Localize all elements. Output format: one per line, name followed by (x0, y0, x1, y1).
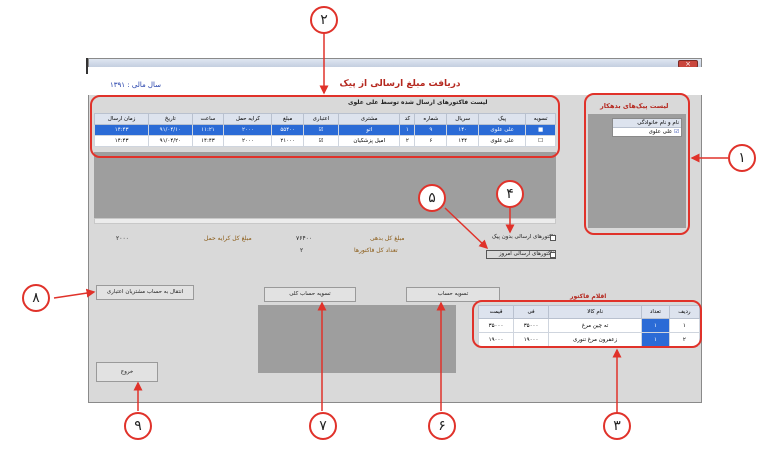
header-area (88, 67, 702, 95)
arrow-5 (444, 207, 489, 250)
horizontal-scrollbar[interactable] (94, 218, 556, 224)
list-item[interactable]: ☑ علی علوی (613, 128, 681, 136)
transfer-to-credit-button[interactable]: انتقال به حساب مشتریان اعتباری (96, 285, 194, 300)
callout-9: ۹ (124, 412, 152, 440)
checkbox-unchecked-icon[interactable]: ☐ (538, 138, 544, 144)
total-debt-label: مبلغ کل بدهی (370, 235, 405, 242)
window-left-edge (86, 58, 89, 74)
table-cell[interactable]: ۱ (641, 318, 670, 333)
invoices-title: لیست فاکتورهای ارسال شده توسط علی علوی (348, 99, 488, 106)
lower-empty-area (258, 305, 456, 373)
column-header[interactable]: نام کالا (548, 305, 643, 319)
table-row[interactable]: ☐ علی علوی ۱۴۴ ۶ ۲ امیل پزشکیان ☑ ۲۱۰۰۰ … (93, 135, 556, 147)
invoices-table: تسویه پیک سریال شماره کد مشتری اعتباری م… (93, 113, 556, 147)
callout-4: ۴ (496, 180, 524, 208)
total-invoices-value: ۲ (300, 247, 304, 254)
settle-button[interactable]: تسویه حساب (406, 287, 500, 302)
table-cell: ۹۱/۰۴/۲۰ (148, 135, 193, 147)
items-table: ردیف تعداد نام کالا فی قیمت ۱ ۱ ته چین م… (477, 305, 701, 347)
courier-name: علی علوی (648, 129, 673, 135)
close-icon: × (685, 60, 691, 68)
checkbox-checked-icon[interactable]: ☑ (318, 138, 324, 144)
callout-5: ۵ (418, 184, 446, 212)
table-cell[interactable]: ۱ (641, 332, 670, 347)
checkbox-checked-icon[interactable]: ☑ (674, 129, 679, 135)
table-cell: ۲۱۰۰۰ (271, 135, 304, 147)
filter-today-label: فاکتورهای ارسالی امروز (498, 251, 555, 257)
total-freight-value: ۲۰۰۰ (116, 235, 129, 242)
app-title: دریافت مبلغ ارسالی از پیک (339, 79, 461, 89)
table-cell: ۱ (399, 124, 416, 136)
checkbox-checked-icon[interactable]: ■ (538, 127, 544, 133)
table-cell: علی علوی (478, 135, 527, 147)
exit-button[interactable]: خروج (96, 362, 158, 382)
table-cell: ۱۴۴ (446, 135, 480, 147)
column-header[interactable]: مشتری (337, 113, 401, 125)
filter-no-courier-label: فاکتورهای ارسالی بدون پیک (491, 234, 556, 240)
table-row[interactable]: ■ علی علوی ۱۴۰ ۹ ۱ اتو ☑ ۵۵۴۰۰ ۲۰۰۰ ۱۱:۲… (93, 124, 556, 136)
callout-3: ۳ (603, 412, 631, 440)
checkbox-checked-icon[interactable]: ☑ (318, 127, 324, 133)
credit-cell[interactable]: ☑ (302, 135, 340, 147)
callout-1: ۱ (728, 144, 756, 172)
column-header[interactable]: ساعت (191, 113, 225, 125)
callout-7: ۷ (309, 412, 337, 440)
title-bar (89, 59, 701, 67)
settle-all-button[interactable]: تسویه حساب کلی (264, 287, 356, 302)
annotation-box-invoices (90, 95, 560, 158)
couriers-header: نام و نام خانوادگی (613, 119, 681, 128)
filter-no-courier[interactable]: فاکتورهای ارسالی بدون پیک (482, 234, 556, 242)
table-cell: ۱۴:۴۳ (191, 135, 225, 147)
checkbox-icon[interactable] (550, 235, 556, 241)
total-invoices-label: تعداد کل فاکتورها (354, 247, 398, 254)
total-debt-value: ۷۶۴۰۰ (296, 235, 313, 242)
callout-6: ۶ (428, 412, 456, 440)
table-cell: ۱۴:۴۳ (93, 124, 150, 136)
table-cell: ۳۵۰۰۰ (477, 318, 515, 333)
fiscal-year-label: سال مالی : ۱۳۹۱ (110, 81, 162, 89)
column-header[interactable]: زمان ارسال (93, 113, 150, 125)
table-cell: ۶ (414, 135, 448, 147)
table-cell: ۱۱:۲۱ (191, 124, 225, 136)
callout-8: ۸ (22, 284, 50, 312)
table-cell: ۱۴:۴۳ (93, 135, 150, 147)
table-cell: ۲ (399, 135, 416, 147)
settled-cell[interactable]: ☐ (525, 135, 556, 147)
couriers-title: لیست پیک‌های بدهکار (600, 102, 669, 110)
invoices-empty-area (94, 152, 556, 218)
table-row[interactable]: ۲ ۱ زعفرون مرغ تنوری ۱۹۰۰۰ ۱۹۰۰۰ (477, 332, 701, 347)
couriers-list: نام و نام خانوادگی ☑ علی علوی (612, 118, 682, 137)
column-header[interactable]: تعداد (641, 305, 670, 319)
table-cell: امیل پزشکیان (337, 135, 401, 147)
table-row[interactable]: ۱ ۱ ته چین مرغ ۳۵۰۰۰ ۳۵۰۰۰ (477, 318, 701, 333)
items-title: اقلام فاکتور (570, 293, 607, 300)
annotation-box-items (472, 300, 702, 348)
arrow-8 (53, 288, 96, 299)
total-freight-label: مبلغ کل کرایه حمل (204, 235, 252, 242)
checkbox-icon[interactable] (550, 252, 556, 258)
annotation-box-couriers (584, 93, 690, 235)
table-cell: ۲۰۰۰ (223, 135, 273, 147)
table-cell: ۹ (414, 124, 448, 136)
filter-today[interactable]: فاکتورهای ارسالی امروز (486, 250, 556, 259)
callout-2: ۲ (310, 6, 338, 34)
